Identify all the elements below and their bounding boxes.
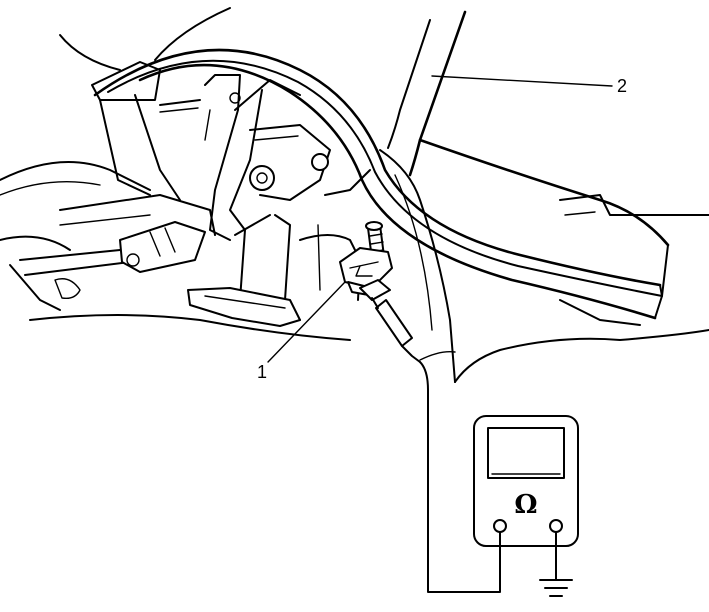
ohmmeter: Ω bbox=[473, 415, 579, 581]
callout-2-leader bbox=[431, 75, 613, 87]
test-lead bbox=[371, 297, 501, 593]
pedal-bracket bbox=[187, 74, 371, 327]
ohm-symbol: Ω bbox=[514, 490, 537, 520]
callout-1-label: 1 bbox=[257, 362, 267, 382]
ground-symbol-icon bbox=[539, 579, 573, 597]
dash-panel-arch bbox=[93, 10, 670, 383]
callout-1-leader bbox=[267, 281, 346, 363]
ohmmeter-display bbox=[487, 427, 565, 479]
ohmmeter-terminal-right bbox=[549, 519, 563, 533]
left-bracket-assembly bbox=[19, 61, 216, 276]
vehicle-body-outline bbox=[0, 7, 709, 383]
ohmmeter-terminal-left bbox=[493, 519, 507, 533]
callout-leaders bbox=[267, 75, 613, 363]
brake-switch bbox=[339, 221, 393, 301]
callout-2-label: 2 bbox=[617, 76, 627, 96]
